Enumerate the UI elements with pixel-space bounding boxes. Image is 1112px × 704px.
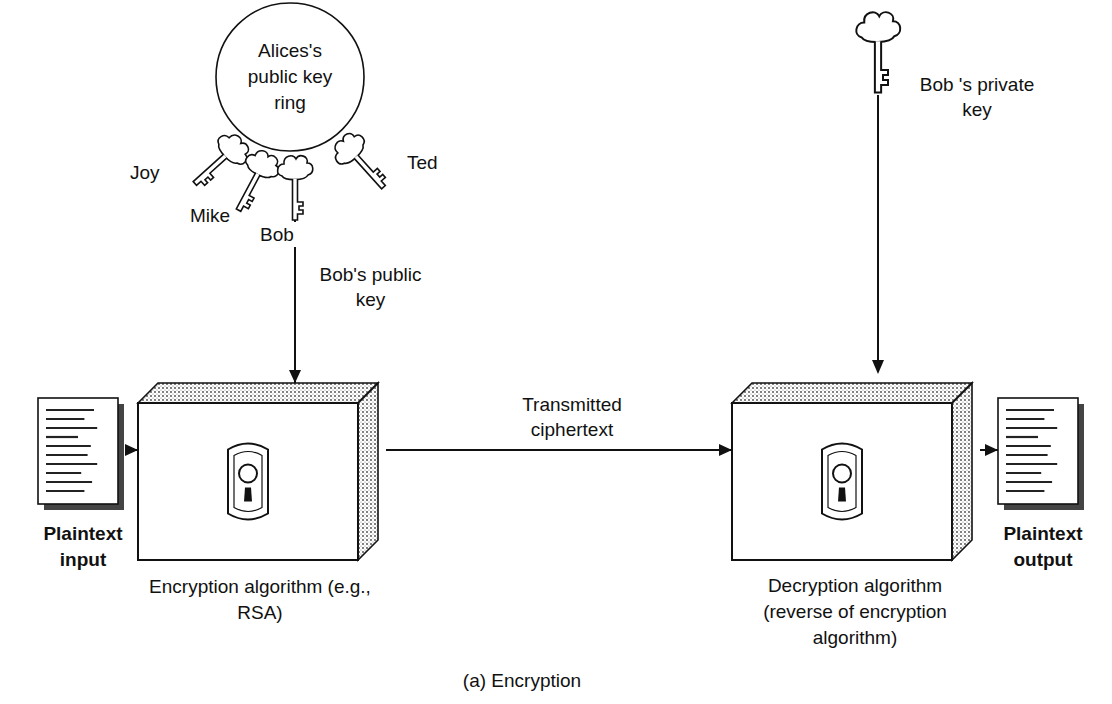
- private-key: [856, 12, 900, 92]
- figure-caption: (a) Encryption: [0, 668, 1044, 693]
- edge-label: Bob's public key: [306, 262, 435, 312]
- node-label: Encryption algorithm (e.g., RSA): [145, 574, 375, 626]
- private-key-arrowhead: [872, 360, 884, 374]
- key-owner-name: Mike: [188, 203, 232, 228]
- bob-key: [278, 156, 313, 220]
- node-label: Plaintext output: [993, 521, 1093, 573]
- plaintext-document-outline: [998, 398, 1092, 518]
- mike-key: [223, 145, 284, 218]
- key-owner-name: Ted: [405, 150, 440, 175]
- arrow-connector: [980, 444, 998, 456]
- private-key-line: [877, 95, 879, 372]
- plaintext-document: Plaintext input: [28, 395, 138, 577]
- key-owner-name: Joy: [128, 160, 162, 185]
- arrow-connector: [125, 444, 138, 456]
- edge-label: Transmitted ciphertext: [515, 392, 629, 442]
- plaintext-document: Plaintext output: [988, 395, 1098, 577]
- algorithm-box: Encryption algorithm (e.g., RSA): [130, 378, 390, 630]
- arrow-connector: [386, 444, 732, 456]
- node-label: Plaintext input: [33, 521, 133, 573]
- joy-key: [183, 128, 254, 197]
- plaintext-document-outline: [38, 398, 132, 518]
- node-label: Decryption algorithm (reverse of encrypt…: [735, 573, 975, 651]
- algorithm-box-outline: [138, 383, 386, 568]
- key-owner-name: Bob: [258, 222, 296, 247]
- key-label: Bob 's private key: [905, 72, 1049, 122]
- ted-key: [328, 128, 397, 199]
- key-ring: Alices's public key ring: [215, 2, 365, 152]
- node-label: Alices's public key ring: [234, 38, 346, 116]
- algorithm-box-outline: [732, 383, 980, 568]
- algorithm-box: Decryption algorithm (reverse of encrypt…: [722, 368, 987, 655]
